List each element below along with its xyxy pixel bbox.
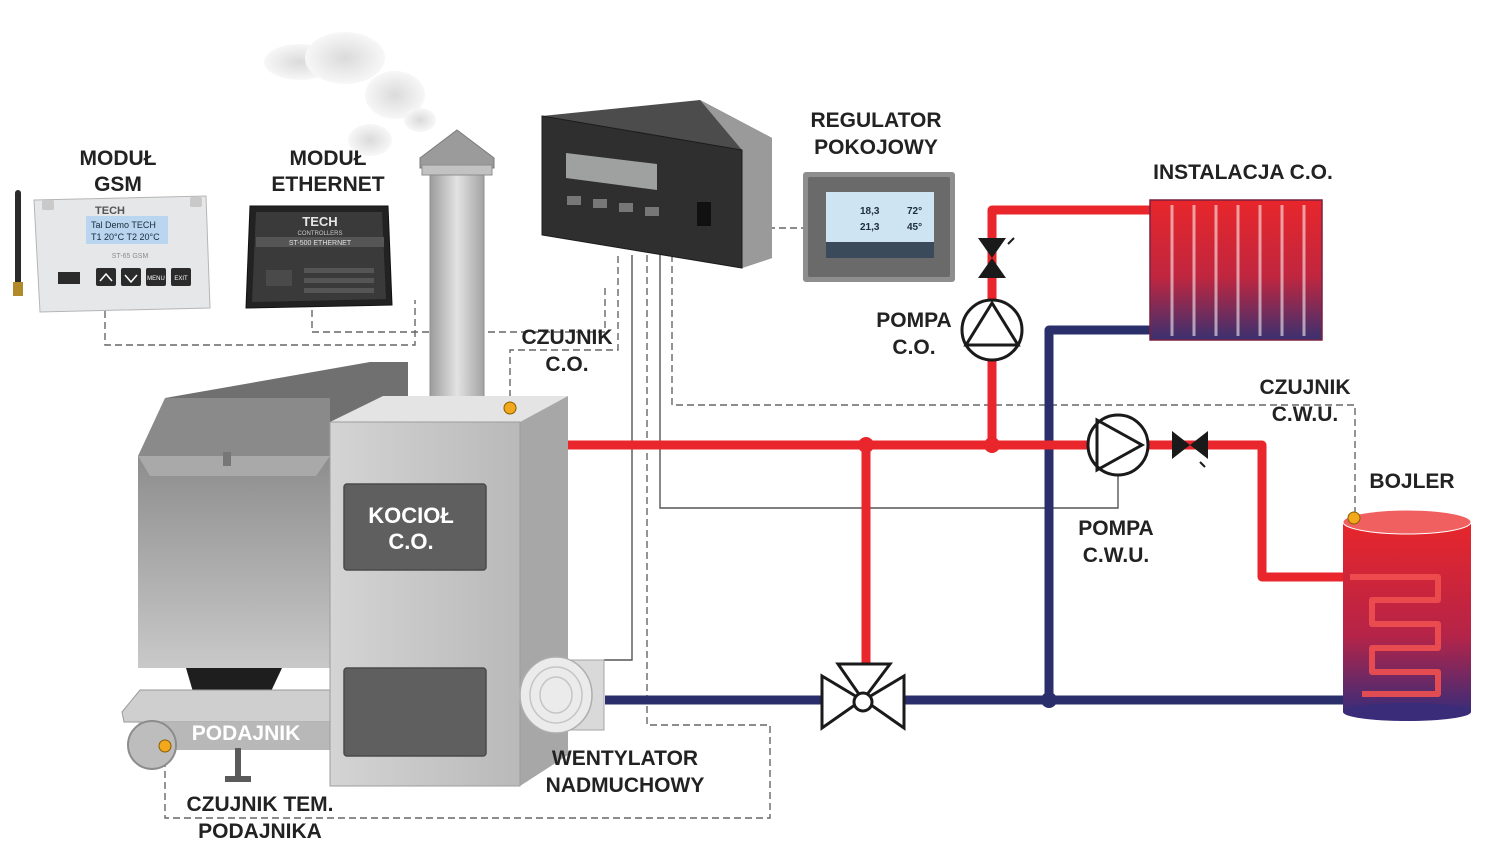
return-pipes xyxy=(605,325,1362,705)
label-ethernet-module-line1: MODUŁ xyxy=(290,147,367,170)
room-panel-value4: 45° xyxy=(907,222,922,233)
main-controller xyxy=(541,100,772,269)
co-sensor-dot xyxy=(503,401,517,415)
room-panel-value3: 21,3 xyxy=(860,222,880,233)
label-co-sensor-line2: C.O. xyxy=(545,353,588,376)
three-way-valve xyxy=(820,662,906,731)
hot-water-tank xyxy=(1342,509,1472,721)
label-furnace-line2: C.O. xyxy=(388,529,433,554)
label-co-installation: INSTALACJA C.O. xyxy=(1153,161,1333,184)
label-cwu-sensor-line1: CZUJNIK xyxy=(1259,376,1350,399)
label-gsm-module-line2: GSM xyxy=(94,173,142,196)
pipe-junction xyxy=(984,437,1000,453)
label-cwu-sensor-line2: C.W.U. xyxy=(1272,403,1339,426)
gsm-exit-button: EXIT xyxy=(174,276,188,282)
label-room-regulator-line1: REGULATOR xyxy=(810,109,941,132)
pipe-junction xyxy=(858,437,874,453)
furnace xyxy=(329,396,568,787)
gsm-display-line2: T1 20°C T2 20°C xyxy=(91,232,160,242)
label-furnace-line1: KOCIOŁ xyxy=(368,503,454,528)
room-panel-value1: 18,3 xyxy=(860,206,880,217)
pipe-junction xyxy=(1041,692,1057,708)
co-pump xyxy=(960,298,1024,362)
label-feeder-sensor-line1: CZUJNIK TEM. xyxy=(187,793,334,816)
cwu-sensor-dot xyxy=(1347,511,1361,525)
smoke-cloud xyxy=(264,32,436,156)
diagram-labels: MODUŁ GSM MODUŁ ETHERNET REGULATOR POKOJ… xyxy=(80,109,1455,843)
label-ethernet-module-line2: ETHERNET xyxy=(271,173,384,196)
label-cwu-pump-line1: POMPA xyxy=(1078,517,1153,540)
label-co-sensor-line1: CZUJNIK xyxy=(521,326,612,349)
gsm-module: TECH Tal Demo TECH T1 20°C T2 20°C ST-65… xyxy=(13,190,211,313)
label-fan-line2: NADMUCHOWY xyxy=(546,774,705,797)
ethernet-model: ST-500 ETHERNET xyxy=(289,240,352,247)
label-co-pump-line2: C.O. xyxy=(892,336,935,359)
fuel-hopper xyxy=(138,362,408,702)
feeder-sensor-dot xyxy=(158,739,172,753)
label-cwu-pump-line2: C.W.U. xyxy=(1083,544,1150,567)
room-regulator-panel: 18,3 72° 21,3 45° xyxy=(803,172,955,282)
label-room-regulator-line2: POKOJOWY xyxy=(814,136,938,159)
gsm-model: ST-65 GSM xyxy=(112,253,149,260)
check-valve-co xyxy=(978,237,1015,278)
label-gsm-module-line1: MODUŁ xyxy=(80,147,157,170)
room-panel-value2: 72° xyxy=(907,206,922,217)
check-valve-cwu xyxy=(1172,431,1208,468)
ethernet-module: TECH CONTROLLERS ST-500 ETHERNET xyxy=(245,205,393,309)
chimney xyxy=(419,129,495,423)
gsm-brand: TECH xyxy=(95,205,125,217)
cwu-pump xyxy=(1086,413,1150,477)
label-feeder-sensor-line2: PODAJNIKA xyxy=(198,820,322,843)
label-boiler-tank: BOJLER xyxy=(1369,470,1454,493)
radiator xyxy=(1149,199,1323,341)
ethernet-brand: TECH xyxy=(302,214,337,229)
gsm-display-line1: Tal Demo TECH xyxy=(91,220,156,230)
feeder xyxy=(121,689,331,782)
label-feeder: PODAJNIK xyxy=(192,722,301,745)
gsm-menu-button: MENU xyxy=(147,276,165,282)
blower-fan xyxy=(519,656,605,734)
label-fan-line1: WENTYLATOR xyxy=(552,747,698,770)
ethernet-brand-sub: CONTROLLERS xyxy=(297,231,342,237)
label-co-pump-line1: POMPA xyxy=(876,309,951,332)
